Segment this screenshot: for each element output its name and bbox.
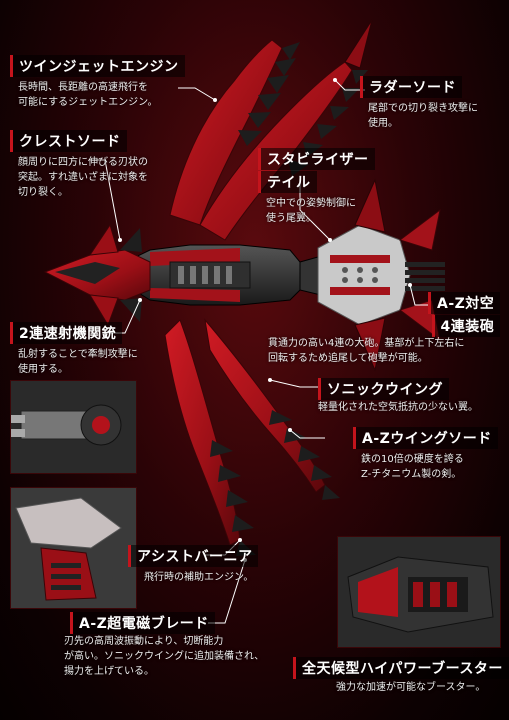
label-title: 全天候型ハイパワーブースター [293, 657, 509, 679]
label-title: クレストソード [10, 130, 127, 152]
label-sonic-wing-desc: 軽量化された空気抵抗の少ない翼。 [318, 400, 478, 415]
label-title: テイル [258, 171, 317, 193]
label-az-aa-gun-desc: 貫通力の高い4連の大砲。基部が上下左右に 回転するため追尾して砲撃が可能。 [268, 336, 464, 366]
label-title: A-Zウイングソード [353, 427, 498, 449]
label-title: ソニックウイング [318, 378, 449, 400]
label-desc-line: 突起。すれ違いざまに対象を [18, 172, 148, 183]
label-desc-line: 乱射することで牽制攻撃に [18, 349, 138, 360]
label-desc-line: 鉄の10倍の硬度を誇る [361, 454, 464, 465]
label-az-aa-gun: A-Z対空 4連装砲 [428, 292, 501, 337]
label-title: スタビライザー [258, 148, 375, 170]
label-sonic-wing: ソニックウイング [318, 378, 449, 400]
label-all-weather-booster: 全天候型ハイパワーブースター [293, 657, 509, 679]
label-desc-line: 使用。 [368, 118, 398, 129]
lower-wing [164, 318, 340, 556]
label-az-wing-sword: A-Zウイングソード 鉄の10倍の硬度を誇る Z-チタニウム製の剣。 [353, 427, 498, 482]
label-title: 4連装砲 [431, 315, 501, 337]
label-desc-line: 揚力を上げている。 [64, 666, 154, 677]
label-stabilizer-tail: スタビライザー テイル 空中での姿勢制御に 使う尾翼。 [258, 148, 375, 226]
label-title: A-Z対空 [428, 292, 501, 314]
label-rudder-sword: ラダーソード 尾部での切り裂き攻撃に 使用。 [360, 76, 478, 131]
label-title: A-Z超電磁ブレード [70, 612, 215, 634]
label-desc-line: 回転するため追尾して砲撃が可能。 [268, 353, 428, 364]
label-desc-line: 顔周りに四方に伸びる刃状の [18, 157, 148, 168]
label-desc-line: Z-チタニウム製の剣。 [361, 469, 462, 480]
label-twin-rapid-gun: 2連速射機関銃 乱射することで牽制攻撃に 使用する。 [10, 322, 138, 377]
label-desc-line: 尾部での切り裂き攻撃に [368, 103, 478, 114]
tail-section [299, 178, 445, 372]
label-az-em-blade: A-Z超電磁ブレード [70, 612, 215, 634]
label-desc-line: 強力な加速が可能なブースター。 [336, 682, 486, 693]
label-desc-line: 刃先の高周波振動により、切断能力 [64, 636, 224, 647]
label-title: ツインジェットエンジン [10, 55, 185, 77]
inset-photo-assist-burnia [10, 487, 137, 609]
label-title: ラダーソード [360, 76, 462, 98]
label-crest-sword: クレストソード 顔周りに四方に伸びる刃状の 突起。すれ違いざまに対象を 切り裂く… [10, 130, 148, 200]
label-title: 2連速射機関銃 [10, 322, 123, 344]
label-desc-line: 飛行時の補助エンジン。 [144, 572, 254, 583]
label-title: アシストバーニア [128, 545, 259, 567]
head-crest [43, 223, 151, 327]
label-desc-line: 使う尾翼。 [266, 213, 316, 224]
label-desc-line: 軽量化された空気抵抗の少ない翼。 [318, 402, 478, 413]
label-desc-line: が高い。ソニックウイングに追加装備され、 [64, 651, 265, 662]
inset-photo-twin-gun [10, 380, 137, 474]
label-desc-line: 使用する。 [18, 364, 68, 375]
label-all-weather-booster-desc: 強力な加速が可能なブースター。 [336, 680, 485, 695]
label-desc-line: 貫通力の高い4連の大砲。基部が上下左右に [268, 338, 465, 349]
label-assist-burnia: アシストバーニア 飛行時の補助エンジン。 [128, 545, 259, 585]
inset-photo-booster [337, 536, 501, 648]
label-desc-line: 空中での姿勢制御に [266, 198, 356, 209]
label-az-em-blade-desc: 刃先の高周波振動により、切断能力 が高い。ソニックウイングに追加装備され、 揚力… [64, 634, 264, 679]
label-twin-jet-engine: ツインジェットエンジン 長時間、長距離の高速飛行を 可能にするジェットエンジン。 [10, 55, 185, 110]
label-desc-line: 切り裂く。 [18, 187, 68, 198]
label-desc-line: 可能にするジェットエンジン。 [18, 97, 158, 108]
label-desc-line: 長時間、長距離の高速飛行を [18, 82, 148, 93]
